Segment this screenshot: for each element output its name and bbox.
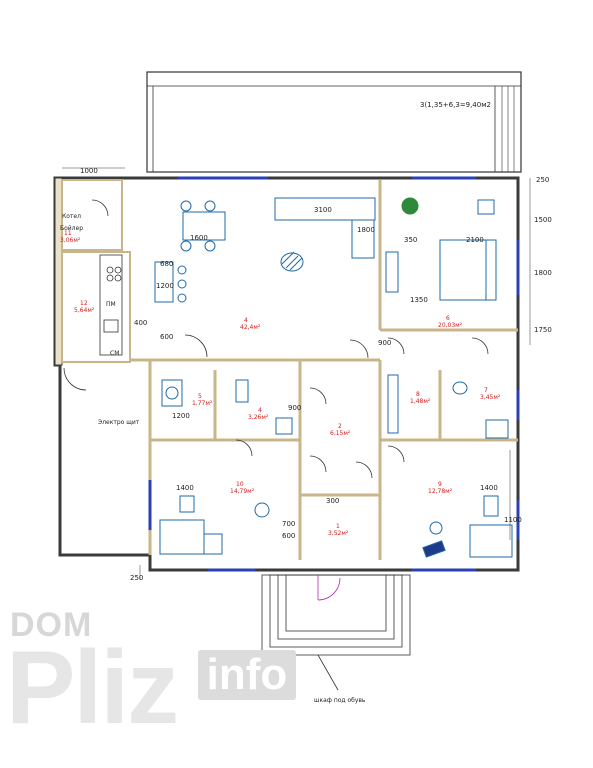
room-2-number: 2 [338,423,342,430]
dim-3100: 3100 [314,206,332,214]
dim-1750: 1750 [534,326,552,334]
room-4b-area: 3,26м² [248,414,269,421]
room-1-number: 1 [336,523,340,530]
entrance-label: шкаф под обувь [314,697,366,704]
room-7-number: 7 [484,387,488,394]
terrace-label: 3(1,35+6,3=9,40м2 [420,101,491,109]
room-6-number: 6 [446,315,450,322]
dim-1200: 1200 [156,282,174,290]
dim-700: 700 [282,520,295,528]
dim-1200-bath: 1200 [172,412,190,420]
bedroom-6-furniture [385,199,497,301]
dim-1100: 1100 [504,516,522,524]
room-1-area: 3,52м² [328,530,349,537]
dim-900-bath: 900 [288,404,301,412]
dim-1800-right: 1800 [534,269,552,277]
dim-1600: 1600 [190,234,208,242]
dim-680: 680 [160,260,173,268]
boiler-room-label-b: Бойлер [60,225,83,232]
watermark-info: info [198,650,296,700]
room-10-number: 10 [236,481,244,488]
dim-250-top: 250 [536,176,549,184]
entrance-porch [261,574,411,691]
dim-2100: 2100 [466,236,484,244]
room-9-number: 9 [438,481,442,488]
dim-900: 900 [378,339,391,347]
room-12-number: 12 [80,300,88,307]
room-8-area: 1,48м² [410,398,431,405]
dim-1000: 1000 [80,167,98,175]
room-9-area: 12,78м² [428,488,453,495]
washer-label: СМ [110,350,119,357]
room-10-area: 14,79м² [230,488,255,495]
watermark-pliz: Pliz [6,630,179,746]
doors [63,199,489,479]
terrace [146,71,522,173]
dim-1350: 1350 [410,296,428,304]
room-4-area: 42,4м² [240,324,261,331]
room-labels: 11 3,06м² 12 5,64м² 4 42,4м² 6 20,03м² 5… [60,230,501,537]
dim-1500: 1500 [534,216,552,224]
electric-panel-label: Электро щит [98,419,140,426]
room-11-number: 11 [64,230,72,237]
outer-walls [53,176,520,572]
boiler-room-label-a: Котел [62,213,81,220]
bedroom-10-furniture [159,495,270,555]
inner-walls [130,180,518,560]
room-6-area: 20,03м² [438,322,463,329]
kitchen [99,254,123,356]
room-4-number: 4 [244,317,248,324]
bathrooms [161,374,509,439]
dim-1800: 1800 [357,226,375,234]
room-8-number: 8 [416,391,420,398]
dim-600-bed: 600 [282,532,295,540]
dim-300: 300 [326,497,339,505]
room-12-area: 5,64м² [74,307,95,314]
bedroom-9-furniture [422,495,513,558]
dim-400: 400 [134,319,147,327]
dim-600: 600 [160,333,173,341]
room-2-area: 6,15м² [330,430,351,437]
watermark-dom: DOM [10,606,93,644]
dim-250-bottom: 250 [130,574,143,582]
windows [148,176,520,572]
dim-350: 350 [404,236,417,244]
room-7-area: 3,45м² [480,394,501,401]
living-furniture [154,197,419,303]
room-11-area: 3,06м² [60,237,81,244]
room-5-area: 1,77м² [192,400,213,407]
dishwasher-label: ПМ [106,301,116,308]
dim-1400-left: 1400 [176,484,194,492]
dimension-lines [62,167,531,580]
dim-1400-right: 1400 [480,484,498,492]
room-5-number: 5 [198,393,202,400]
room-4b-number: 4 [258,407,262,414]
